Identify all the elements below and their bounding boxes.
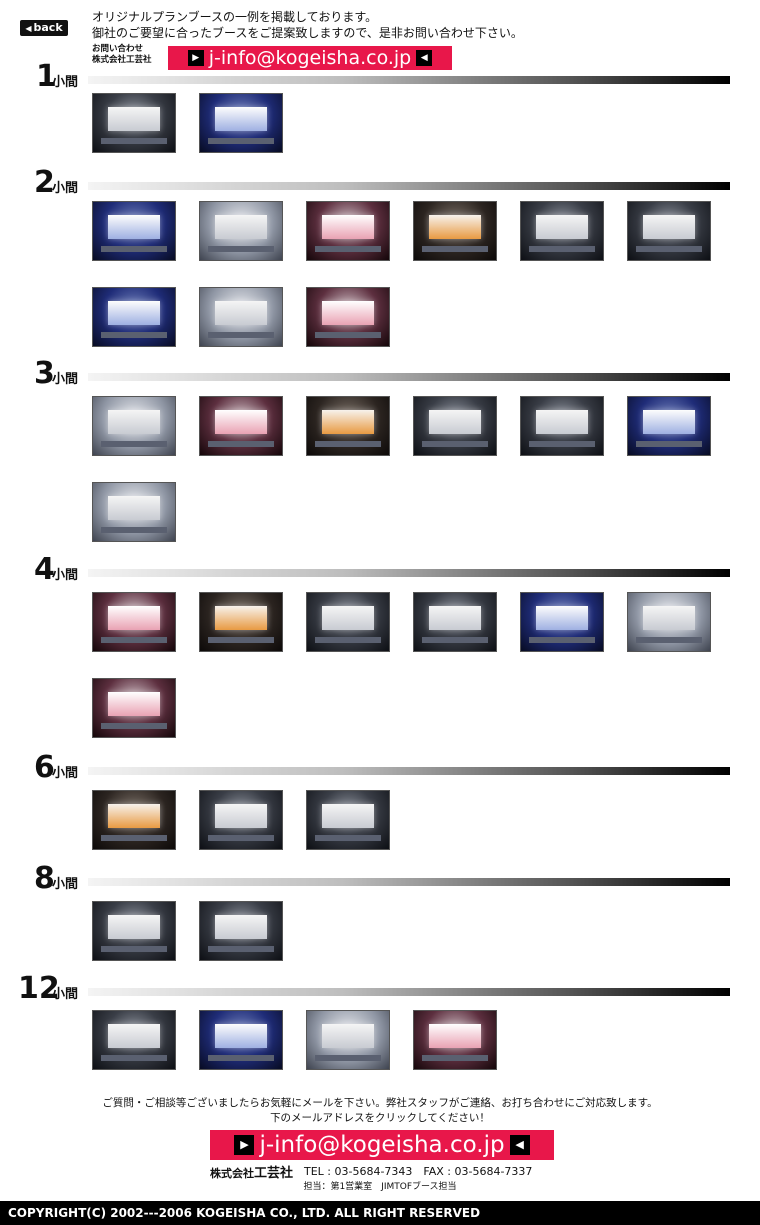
section-number: 2 <box>34 165 55 200</box>
intro-line-1: オリジナルプランブースの一例を掲載しております。 <box>92 10 378 24</box>
booth-thumbnail[interactable] <box>92 201 176 261</box>
booth-thumbnail[interactable] <box>92 901 176 961</box>
section-unit-label: 小間 <box>52 372 79 387</box>
section-divider <box>88 988 730 996</box>
footer-message: ご質問・ご相談等ございましたらお気軽にメールを下さい。弊社スタッフがご連絡、お打… <box>102 1097 658 1124</box>
booth-thumbnail[interactable] <box>520 592 604 652</box>
booth-thumbnail[interactable] <box>520 201 604 261</box>
section-number: 4 <box>34 552 55 587</box>
section-number: 12 <box>18 971 60 1006</box>
booth-thumbnail[interactable] <box>199 201 283 261</box>
booth-thumbnail[interactable] <box>92 93 176 153</box>
booth-thumbnail[interactable] <box>199 396 283 456</box>
booth-thumbnail[interactable] <box>199 287 283 347</box>
company-name: 株式会社工芸社 <box>210 1166 294 1181</box>
section-divider <box>88 569 730 577</box>
back-button[interactable]: ◀back <box>20 20 68 36</box>
booth-thumbnail[interactable] <box>413 396 497 456</box>
section-unit-label: 小間 <box>52 766 79 781</box>
booth-thumbnail[interactable] <box>627 592 711 652</box>
booth-thumbnail[interactable] <box>92 396 176 456</box>
section-unit-label: 小間 <box>52 181 79 196</box>
booth-thumbnail[interactable] <box>627 396 711 456</box>
section-number: 6 <box>34 750 55 785</box>
section-divider <box>88 373 730 381</box>
email-link-bottom[interactable]: ▶ j-info@kogeisha.co.jp ◀ <box>210 1130 554 1160</box>
section-divider <box>88 182 730 190</box>
booth-thumbnail[interactable] <box>199 1010 283 1070</box>
copyright-bar: COPYRIGHT(C) 2002---2006 KOGEISHA CO., L… <box>0 1201 760 1225</box>
booth-thumbnail[interactable] <box>92 678 176 738</box>
booth-thumbnail[interactable] <box>520 396 604 456</box>
email-link-top[interactable]: ▶ j-info@kogeisha.co.jp ◀ <box>168 46 452 70</box>
section-unit-label: 小間 <box>52 987 79 1002</box>
triangle-left-icon: ◀ <box>25 24 32 33</box>
booth-thumbnail[interactable] <box>413 201 497 261</box>
section-number: 3 <box>34 356 55 391</box>
booth-thumbnail[interactable] <box>199 901 283 961</box>
intro-line-2: 御社のご要望に合ったブースをご提案致しますので、是非お問い合わせ下さい。 <box>92 26 523 40</box>
booth-thumbnail[interactable] <box>306 790 390 850</box>
contact-label: お問い合わせ 株式会社工芸社 <box>92 44 152 65</box>
booth-thumbnail[interactable] <box>306 287 390 347</box>
booth-thumbnail[interactable] <box>413 1010 497 1070</box>
booth-thumbnail[interactable] <box>306 396 390 456</box>
booth-thumbnail[interactable] <box>627 201 711 261</box>
booth-thumbnail[interactable] <box>199 592 283 652</box>
booth-thumbnail[interactable] <box>306 592 390 652</box>
section-unit-label: 小間 <box>52 75 79 90</box>
triangle-right-icon: ▶ <box>187 50 204 66</box>
triangle-right-icon: ▶ <box>234 1135 255 1155</box>
booth-thumbnail[interactable] <box>199 93 283 153</box>
booth-thumbnail[interactable] <box>413 592 497 652</box>
triangle-left-icon: ◀ <box>509 1135 530 1155</box>
booth-thumbnail[interactable] <box>92 482 176 542</box>
contact-numbers: TEL : 03-5684-7343 FAX : 03-5684-7337 <box>304 1165 533 1178</box>
section-divider <box>88 878 730 886</box>
section-divider <box>88 76 730 84</box>
intro-text: オリジナルプランブースの一例を掲載しております。 御社のご要望に合ったブースをご… <box>92 9 523 41</box>
section-number: 1 <box>36 59 57 94</box>
staff-info: 担当：第1営業室 JIMTOFブース担当 <box>303 1182 457 1192</box>
section-unit-label: 小間 <box>52 877 79 892</box>
booth-thumbnail[interactable] <box>92 1010 176 1070</box>
triangle-left-icon: ◀ <box>416 50 433 66</box>
section-unit-label: 小間 <box>52 568 79 583</box>
booth-thumbnail[interactable] <box>199 790 283 850</box>
booth-thumbnail[interactable] <box>92 287 176 347</box>
section-divider <box>88 767 730 775</box>
booth-thumbnail[interactable] <box>306 1010 390 1070</box>
booth-thumbnail[interactable] <box>306 201 390 261</box>
booth-thumbnail[interactable] <box>92 790 176 850</box>
booth-thumbnail[interactable] <box>92 592 176 652</box>
section-number: 8 <box>34 861 55 896</box>
